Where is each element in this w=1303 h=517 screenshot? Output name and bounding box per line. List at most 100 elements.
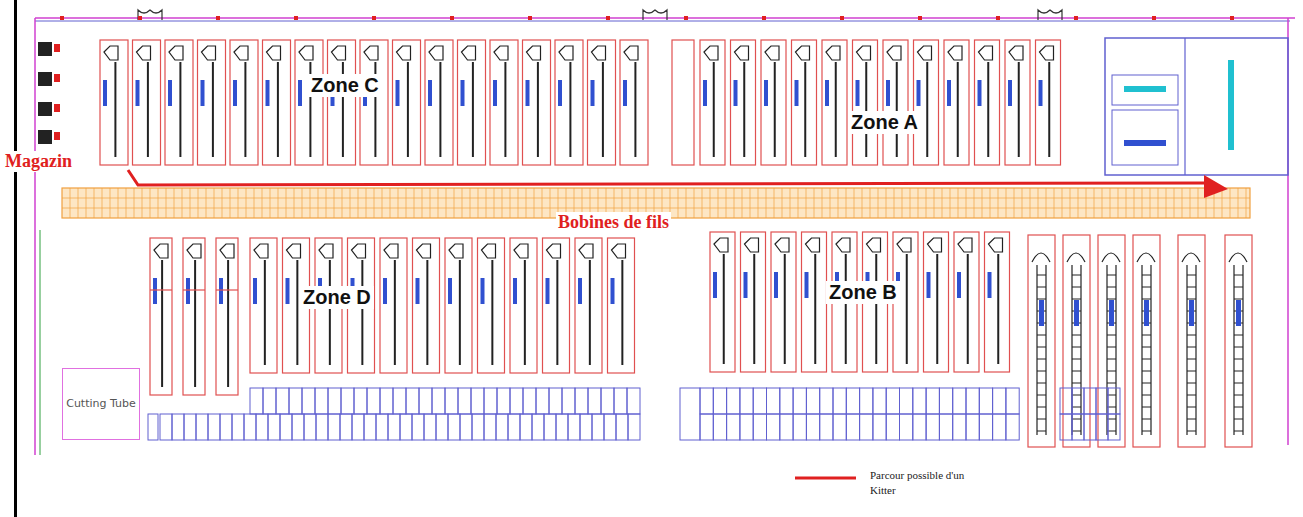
- desk-icon: [54, 104, 60, 112]
- bobbin-rack: [990, 188, 991, 218]
- storage-cell: [292, 414, 304, 440]
- storage-cell: [208, 414, 220, 440]
- storage-cell: [556, 414, 568, 440]
- machine-bed: [1107, 371, 1116, 372]
- machine-head: [234, 46, 248, 60]
- bobbin-rack: [1190, 188, 1191, 218]
- machine-tag: [856, 80, 860, 106]
- machine-head: [745, 238, 759, 252]
- storage-cell: [424, 414, 436, 440]
- bobbin-rack: [726, 188, 727, 218]
- machine: [944, 40, 969, 165]
- machine-bed: [194, 260, 196, 387]
- machine-tag: [103, 80, 107, 106]
- machine-bed: [1072, 431, 1081, 432]
- machine-bed: [835, 62, 837, 157]
- bobbin-rack: [246, 188, 247, 218]
- machine-head: [482, 244, 496, 258]
- bobbin-rack: [1022, 188, 1023, 218]
- bobbin-rack: [414, 188, 415, 218]
- storage-cell: [280, 414, 292, 440]
- machine-tag: [1144, 300, 1149, 326]
- machine-head: [1067, 253, 1085, 262]
- storage-cell: [341, 388, 354, 414]
- bobbin-rack: [966, 188, 967, 218]
- machine-bed: [1107, 299, 1116, 300]
- storage-cell: [549, 388, 562, 414]
- machine-bed: [1150, 265, 1151, 435]
- storage-cell: [727, 388, 740, 414]
- bobbin-rack: [342, 188, 343, 218]
- machine-head: [220, 244, 234, 258]
- machine-head: [592, 46, 606, 60]
- machine-tag: [153, 278, 157, 304]
- machine: [510, 238, 537, 373]
- machine-bed: [1234, 335, 1243, 336]
- machine: [328, 40, 356, 165]
- bobbin-rack: [182, 188, 183, 218]
- legend-text: Parcour possible d'un Kitter: [870, 468, 965, 498]
- machine-bed: [1037, 335, 1046, 336]
- storage-cell: [532, 414, 544, 440]
- storage-cell: [979, 414, 992, 440]
- storage-cell: [367, 388, 380, 414]
- machine-bed: [936, 254, 938, 364]
- bobbin-rack: [502, 188, 503, 218]
- storage-cell: [1084, 388, 1096, 414]
- bobbin-rack: [486, 188, 487, 218]
- bobbin-rack: [294, 188, 295, 218]
- bobbin-rack: [214, 188, 215, 218]
- storage-cell: [496, 414, 508, 440]
- storage-cell: [302, 388, 315, 414]
- storage-cell: [860, 414, 873, 440]
- bobbin-rack: [854, 188, 855, 218]
- storage-cell: [406, 388, 419, 414]
- machine-bed: [439, 62, 441, 157]
- storage-cell: [268, 414, 280, 440]
- machine: [761, 40, 786, 165]
- machine-bed: [1142, 359, 1151, 360]
- storage-cell: [913, 414, 926, 440]
- machine-bed: [1072, 287, 1081, 288]
- machine-head: [287, 244, 301, 258]
- machine: [445, 238, 472, 373]
- storage-cell: [1096, 388, 1108, 414]
- bobbin-rack: [790, 188, 791, 218]
- bobbin-rack: [1102, 188, 1103, 218]
- machine-head: [836, 238, 850, 252]
- machine-tag: [168, 80, 172, 106]
- machine: [741, 232, 766, 372]
- bobbin-rack: [334, 188, 335, 218]
- storage-cell: [993, 414, 1006, 440]
- machine: [413, 238, 440, 373]
- machine: [380, 238, 407, 373]
- machine-tag: [703, 80, 707, 106]
- machine-bed: [1234, 419, 1243, 420]
- wall-mark: [684, 16, 688, 20]
- machine-bed: [504, 62, 506, 157]
- machine: [523, 40, 551, 165]
- storage-cell: [256, 414, 268, 440]
- machine-tag: [266, 80, 270, 106]
- machine-tag: [795, 80, 799, 106]
- machine-bed: [814, 254, 816, 364]
- machine-tag: [825, 80, 829, 106]
- machine-bed: [1142, 431, 1151, 432]
- storage-cell: [780, 414, 793, 440]
- machine-tag: [253, 278, 257, 304]
- machine: [490, 40, 518, 165]
- machine-bed: [997, 254, 999, 364]
- storage-cell: [484, 414, 496, 440]
- storage-cell: [627, 388, 640, 414]
- storage-cell: [601, 388, 614, 414]
- machine-head: [714, 238, 728, 252]
- storage-cell: [354, 388, 367, 414]
- machine-bed: [1072, 299, 1081, 300]
- bobbin-rack: [126, 188, 127, 218]
- machine-bed: [556, 260, 558, 365]
- desk-icon: [38, 42, 52, 56]
- machine-bed: [227, 260, 229, 387]
- machine-bed: [804, 62, 806, 157]
- desk-icon: [38, 130, 52, 144]
- machine-bed: [1072, 395, 1081, 396]
